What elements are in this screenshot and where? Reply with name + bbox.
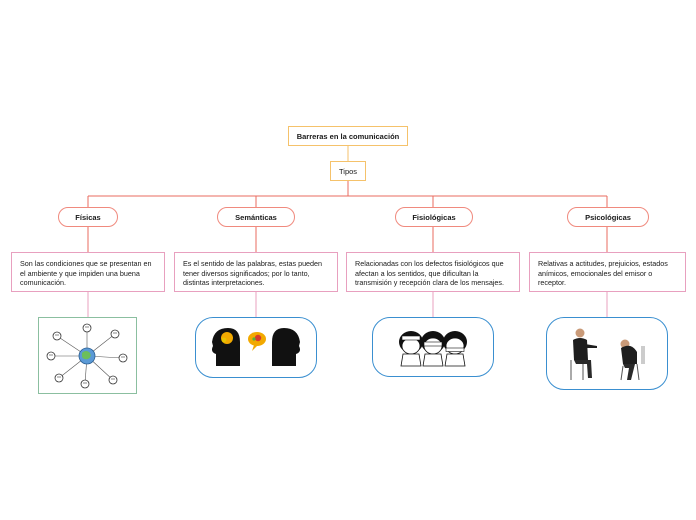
- category-fisiologicas[interactable]: Fisiológicas: [395, 207, 473, 227]
- image-semantic-barriers[interactable]: [195, 317, 317, 378]
- two-heads-illustration: [212, 328, 300, 366]
- category-fisicas[interactable]: Físicas: [58, 207, 118, 227]
- category-semanticas[interactable]: Semánticas: [217, 207, 295, 227]
- description-fisiologicas[interactable]: Relacionadas con los defectos fisiológic…: [346, 252, 520, 292]
- image-physical-barriers[interactable]: [38, 317, 137, 394]
- three-characters-illustration: [399, 331, 467, 367]
- category-psicologicas[interactable]: Psicológicas: [567, 207, 649, 227]
- two-men-illustration: [570, 328, 645, 381]
- description-semanticas[interactable]: Es el sentido de las palabras, estas pue…: [174, 252, 338, 292]
- subtopic-tipos[interactable]: Tipos: [330, 161, 366, 181]
- root-topic[interactable]: Barreras en la comunicación: [288, 126, 408, 146]
- image-physiological-barriers[interactable]: [372, 317, 494, 377]
- globe-network-illustration: [46, 323, 128, 389]
- description-psicologicas[interactable]: Relativas a actitudes, prejuicios, estad…: [529, 252, 686, 292]
- image-psychological-barriers[interactable]: [546, 317, 668, 390]
- description-fisicas[interactable]: Son las condiciones que se presentan en …: [11, 252, 165, 292]
